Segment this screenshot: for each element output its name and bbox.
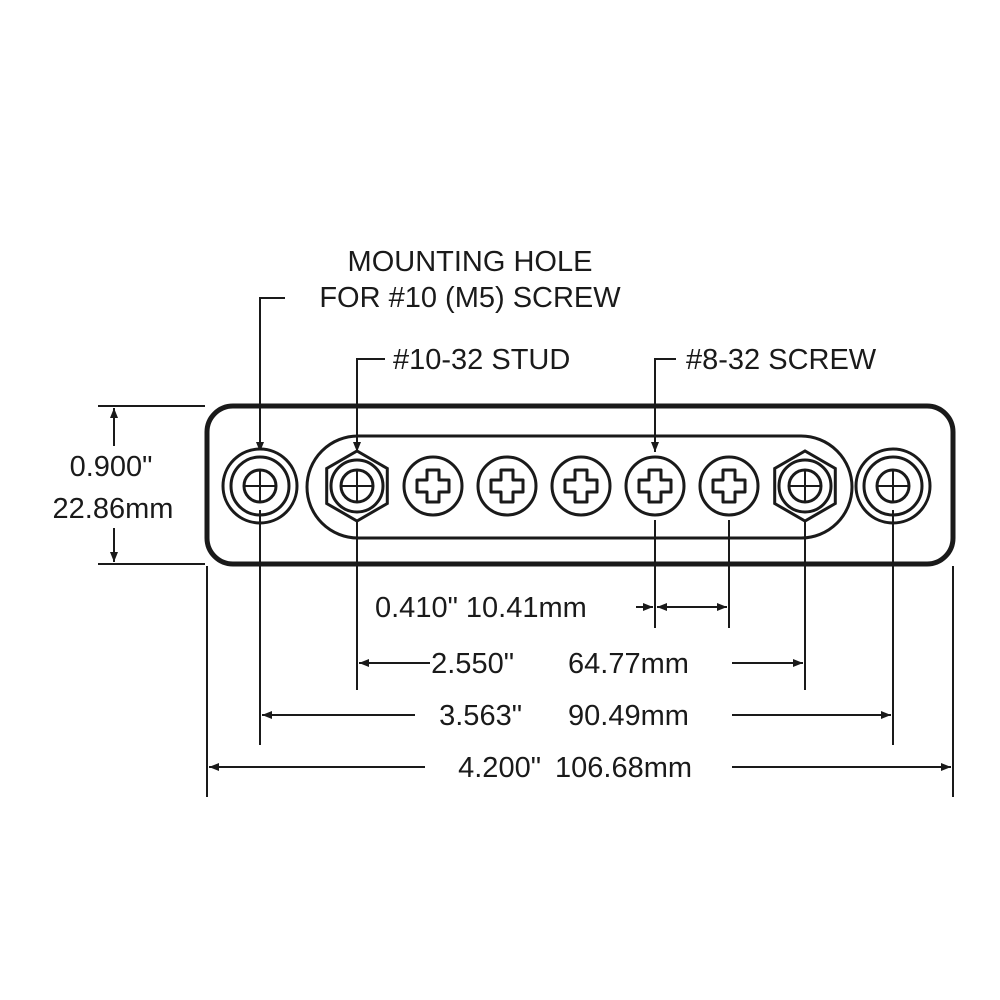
stud-callout: #10-32 STUD bbox=[393, 344, 570, 376]
screw-pitch-label: 0.410" 10.41mm bbox=[375, 592, 587, 624]
screw-terminal bbox=[476, 455, 538, 517]
callout-leaders bbox=[256, 297, 676, 452]
stud-terminal bbox=[773, 449, 837, 523]
stud-terminal bbox=[325, 449, 389, 523]
mount-spacing-inches: 3.563" bbox=[439, 700, 522, 732]
terminal-channel bbox=[305, 434, 854, 540]
screw-terminal bbox=[402, 455, 464, 517]
busbar-body bbox=[204, 403, 956, 567]
height-inches: 0.900" bbox=[70, 451, 153, 483]
phillips-cross-icon bbox=[489, 468, 525, 504]
extension-lines bbox=[206, 510, 954, 797]
mounting-hole-terminal bbox=[221, 447, 299, 525]
height-mm: 22.86mm bbox=[53, 493, 174, 525]
mounting-hole-terminal bbox=[854, 447, 932, 525]
screw-callout: #8-32 SCREW bbox=[686, 344, 877, 376]
mounting-hole-callout-line2: FOR #10 (M5) SCREW bbox=[319, 282, 621, 314]
stud-spacing-inches: 2.550" bbox=[431, 648, 514, 680]
overall-length-inches: 4.200" bbox=[458, 752, 541, 784]
screw-terminal bbox=[698, 455, 760, 517]
mount-spacing-mm: 90.49mm bbox=[568, 700, 689, 732]
phillips-cross-icon bbox=[711, 468, 747, 504]
phillips-cross-icon bbox=[415, 468, 451, 504]
overall-length-mm: 106.68mm bbox=[555, 752, 692, 784]
phillips-cross-icon bbox=[563, 468, 599, 504]
mounting-hole-callout-line1: MOUNTING HOLE bbox=[348, 246, 593, 278]
height-dimension bbox=[98, 405, 205, 565]
stud-spacing-mm: 64.77mm bbox=[568, 648, 689, 680]
phillips-cross-icon bbox=[637, 468, 673, 504]
terminal-row bbox=[221, 447, 932, 525]
screw-terminal bbox=[550, 455, 612, 517]
screw-terminal bbox=[624, 455, 686, 517]
